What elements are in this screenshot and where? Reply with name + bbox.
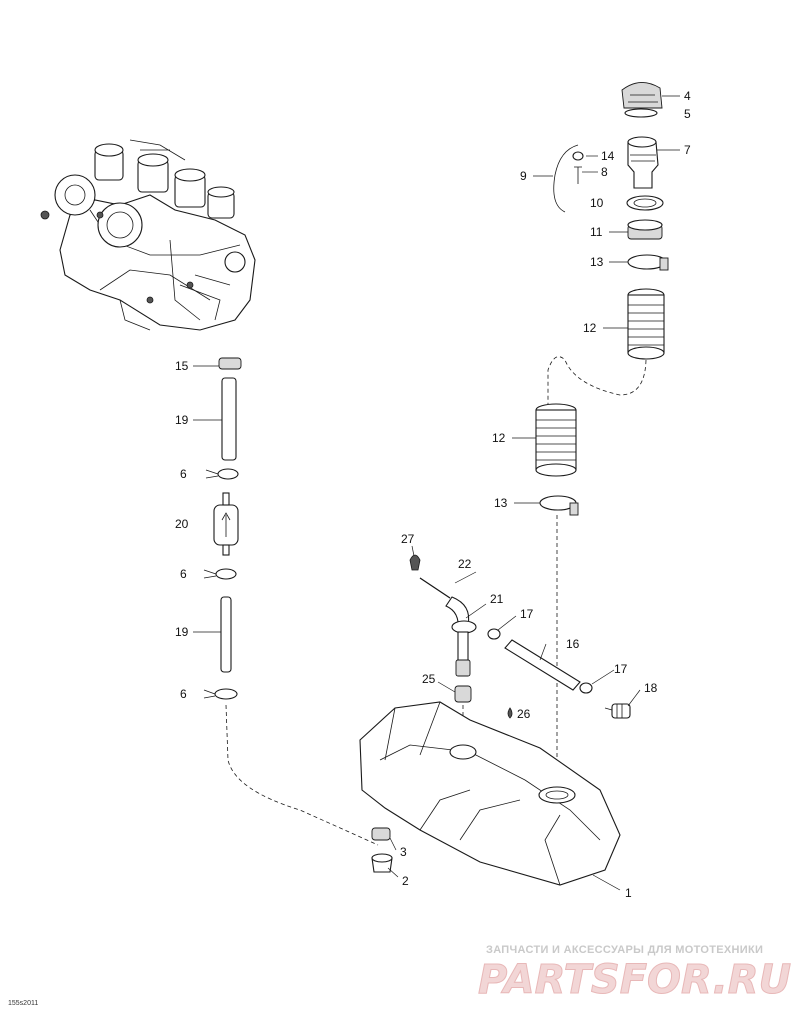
part-10-ring xyxy=(626,195,664,211)
part-19-hose-lower xyxy=(220,596,232,673)
label-part-19b: 19 xyxy=(175,625,189,639)
part-1-fuel-tank xyxy=(359,701,621,886)
label-part-8: 8 xyxy=(601,165,608,179)
label-part-12b: 12 xyxy=(492,431,506,445)
part-3-grommet xyxy=(371,827,391,841)
label-part-13b: 13 xyxy=(494,496,508,510)
label-part-17b: 17 xyxy=(614,662,628,676)
leader-lines xyxy=(193,95,680,891)
label-part-20: 20 xyxy=(175,517,189,531)
label-part-2: 2 xyxy=(402,874,409,888)
part-labels: 1 2 3 4 5 6 6 6 7 8 9 10 11 12 12 13 13 … xyxy=(175,89,691,900)
label-part-26: 26 xyxy=(517,707,531,721)
part-25-grommet xyxy=(454,685,472,703)
label-part-6a: 6 xyxy=(180,467,187,481)
label-part-15: 15 xyxy=(175,359,189,373)
part-12-bellows-lower xyxy=(535,403,577,477)
label-part-18: 18 xyxy=(644,681,658,695)
part-7-filler-neck xyxy=(627,141,659,189)
part-9-tether xyxy=(553,144,579,213)
label-part-21: 21 xyxy=(490,592,504,606)
part-5-gasket xyxy=(624,108,658,118)
part-8-screw xyxy=(574,166,582,184)
watermark-logo: PARTSFOR.RU xyxy=(478,957,791,1003)
part-6-clamp-c xyxy=(214,688,238,700)
part-27-check-valve xyxy=(409,554,421,571)
label-part-19a: 19 xyxy=(175,413,189,427)
label-part-6b: 6 xyxy=(180,567,187,581)
label-part-6c: 6 xyxy=(180,687,187,701)
label-part-5: 5 xyxy=(684,107,691,121)
label-part-17a: 17 xyxy=(520,607,534,621)
part-18-valve xyxy=(604,703,631,719)
filler-neck-assembly xyxy=(547,82,669,405)
label-part-1: 1 xyxy=(625,886,632,900)
fuel-line-assembly-left xyxy=(203,357,379,846)
part-14-ring xyxy=(572,151,584,161)
part-19-hose-upper xyxy=(221,377,237,461)
label-part-11: 11 xyxy=(590,225,603,239)
part-15-clamp xyxy=(218,357,242,370)
vent-pickup-assembly xyxy=(409,554,631,748)
part-6-clamp-a xyxy=(217,468,239,480)
label-part-9: 9 xyxy=(520,169,527,183)
part-17-clamp-a xyxy=(487,628,501,640)
tank-fitting xyxy=(371,827,393,873)
part-17-clamp-b xyxy=(579,682,593,694)
label-part-27: 27 xyxy=(401,532,415,546)
part-26-drop-icon xyxy=(507,707,513,719)
part-6-clamp-b xyxy=(215,568,237,580)
label-part-4: 4 xyxy=(684,89,691,103)
part-16-vent-hose xyxy=(504,639,581,691)
label-part-10: 10 xyxy=(590,196,604,210)
reference-code: 155s2011 xyxy=(8,1000,38,1007)
label-part-22: 22 xyxy=(458,557,472,571)
label-part-3: 3 xyxy=(400,845,407,859)
label-part-25: 25 xyxy=(422,672,436,686)
engine-illustration xyxy=(40,139,256,331)
label-part-12a: 12 xyxy=(583,321,597,335)
part-12-bellows-upper xyxy=(627,288,665,360)
label-part-16: 16 xyxy=(566,637,580,651)
label-part-14: 14 xyxy=(601,149,615,163)
lower-bellows-assembly xyxy=(535,403,579,780)
label-part-13a: 13 xyxy=(590,255,604,269)
label-part-7: 7 xyxy=(684,143,691,157)
watermark-subtitle: ЗАПЧАСТИ И АКСЕССУАРЫ ДЛЯ МОТОТЕХНИКИ xyxy=(486,944,763,956)
